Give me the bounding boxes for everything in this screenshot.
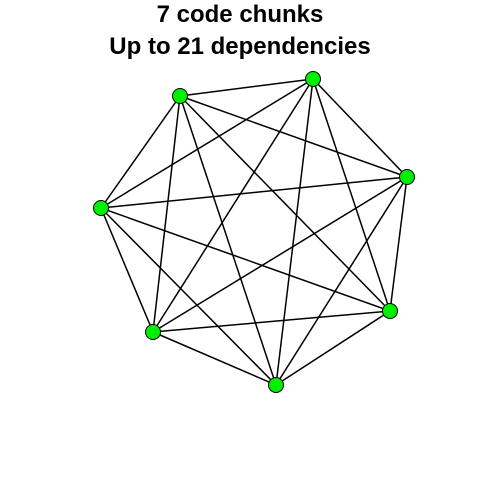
edge-1-6 (152, 95, 181, 333)
edge-4-5 (275, 310, 391, 386)
node-2 (305, 71, 321, 87)
edge-1-4 (179, 95, 391, 312)
edge-4-7 (100, 207, 391, 312)
edge-2-3 (312, 78, 408, 178)
edge-1-5 (179, 95, 277, 386)
node-4 (382, 303, 398, 319)
node-5 (268, 377, 284, 393)
node-6 (145, 324, 161, 340)
edge-3-4 (389, 176, 408, 312)
edge-3-7 (100, 176, 408, 209)
edges (100, 78, 408, 386)
edge-1-7 (100, 95, 181, 209)
edge-2-5 (275, 78, 314, 386)
edge-2-7 (100, 78, 314, 209)
plot-title-line-1: 7 code chunks (156, 1, 324, 28)
edge-5-7 (100, 207, 277, 386)
edge-2-6 (152, 78, 314, 333)
edge-1-3 (179, 95, 408, 178)
edge-4-6 (152, 310, 391, 333)
edge-2-4 (312, 78, 391, 312)
edge-1-2 (179, 78, 314, 97)
node-3 (399, 169, 415, 185)
nodes (93, 71, 415, 393)
node-7 (93, 200, 109, 216)
edge-5-6 (152, 331, 277, 386)
node-1 (172, 88, 188, 104)
edge-6-7 (100, 207, 154, 333)
edge-3-5 (275, 176, 408, 386)
edge-3-6 (152, 176, 408, 333)
plot-title-line-2: Up to 21 dependencies (109, 33, 371, 60)
